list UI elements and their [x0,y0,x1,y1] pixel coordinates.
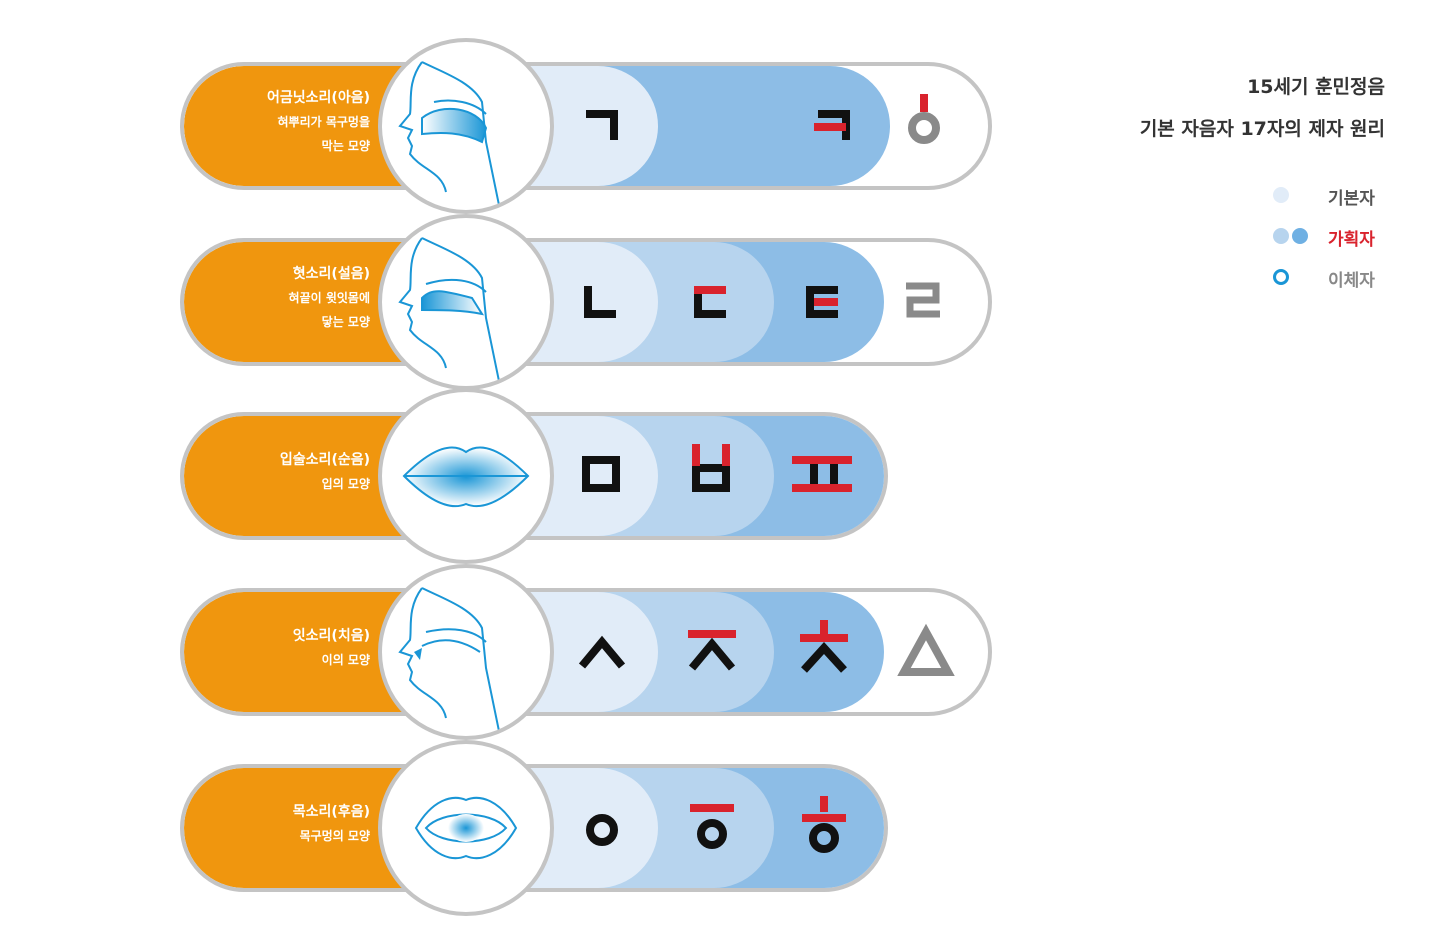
row-alveolar-label: 혓소리(설음) [292,266,370,282]
glyph-digeut [694,286,726,318]
throat-open-mouth-icon [378,740,554,916]
row-dental-desc-1: 이의 모양 [321,653,370,667]
row-velar-label: 어금닛소리(아음) [267,90,370,106]
diagram-title-line2: 기본 자음자 17자의 제자 원리 [1139,118,1385,140]
glyph-bansiot [897,623,955,676]
glyph-yeorinhieut [690,804,734,849]
glyph-jieut [688,630,736,671]
row-alveolar: 혓소리(설음) 혀끝이 윗잇몸에 닿는 모양 [180,214,992,390]
glyph-chieut [800,620,848,673]
lips-icon [378,388,554,564]
row-glottal-label: 목소리(후음) [292,804,370,820]
glyph-nieun [584,286,616,318]
teeth-profile-icon [378,564,554,740]
glyph-giyeok [586,110,618,140]
row-glottal: 목소리(후음) 목구멍의 모양 [180,740,992,916]
row-labial: 입술소리(순음) 입의 모양 [180,388,992,564]
glyph-hieut [802,796,846,853]
row-alveolar-desc-1: 혀끝이 윗잇몸에 [288,291,370,305]
legend-label-basic: 기본자 [1328,189,1375,209]
glyph-yesieung [908,94,940,144]
blue-ring-icon [1273,269,1289,285]
glyph-bieup [692,444,730,492]
tongue-root-profile-icon [378,38,554,214]
two-blue-dots-icon [1273,228,1308,244]
glyph-mieum [582,456,620,492]
glyph-ieung [586,814,618,846]
diagram-title-line1: 15세기 훈민정음 [1247,76,1385,98]
row-velar: 어금닛소리(아음) 혀뿌리가 목구멍을 막는 모양 [180,38,992,214]
light-dot-icon [1273,187,1289,203]
tongue-tip-profile-icon [378,214,554,390]
glyph-pieup [792,456,852,492]
row-labial-desc-1: 입의 모양 [321,477,370,491]
glyph-kieuk [814,110,850,140]
row-velar-desc-1: 혀뿌리가 목구멍을 [277,115,371,129]
glyph-siot [578,635,626,669]
glyph-tieut [806,286,838,318]
row-alveolar-desc-2: 닿는 모양 [321,315,370,329]
row-glottal-desc-1: 목구멍의 모양 [299,829,370,843]
row-labial-label: 입술소리(순음) [279,452,370,468]
legend-label-irregular: 이체자 [1328,271,1375,291]
row-velar-desc-2: 막는 모양 [321,139,370,153]
glyph-rieul [906,282,940,318]
row-dental: 잇소리(치음) 이의 모양 [180,564,992,740]
row-dental-label: 잇소리(치음) [292,628,370,644]
legend-label-added: 가획자 [1328,230,1375,250]
